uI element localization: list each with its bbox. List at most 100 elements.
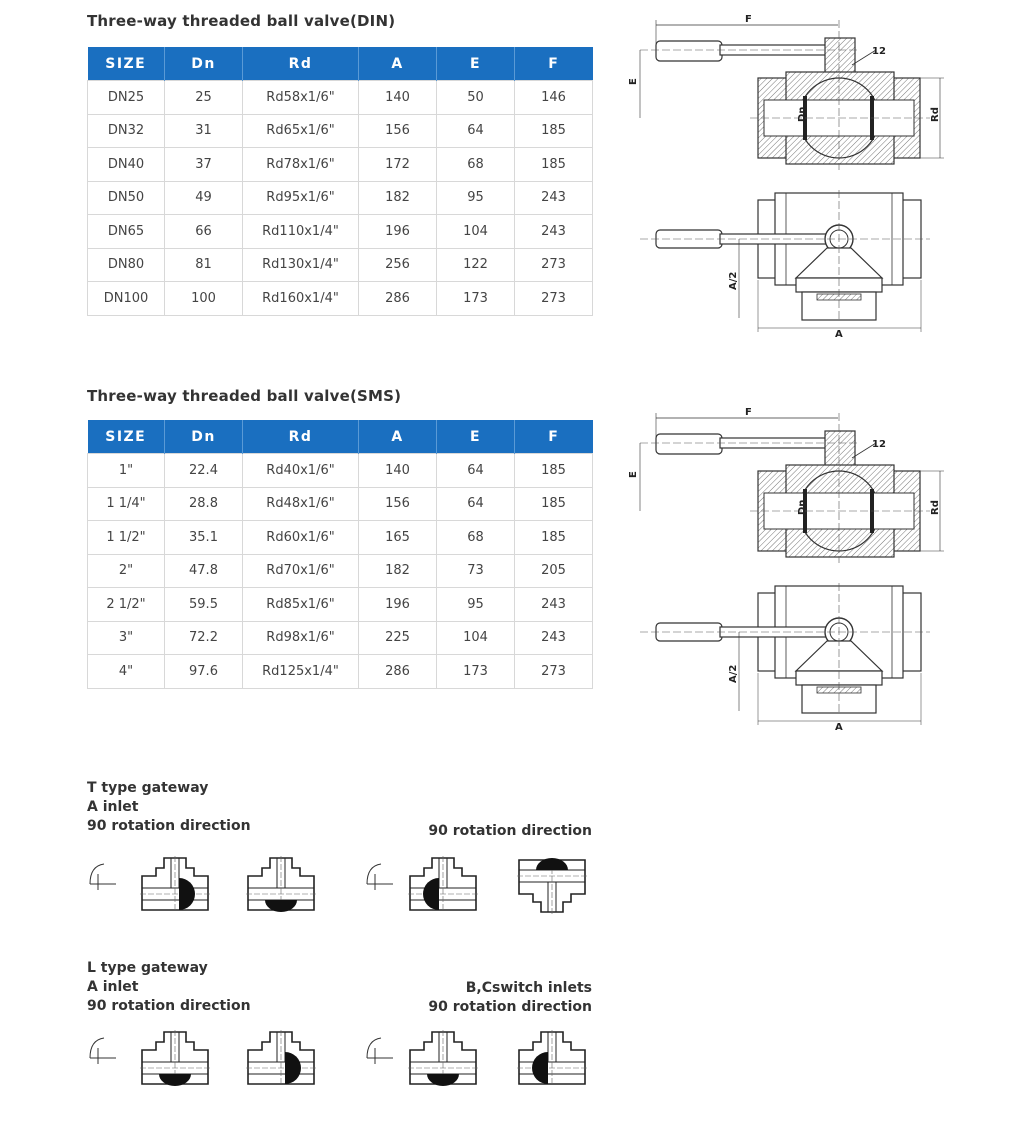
cell-size: DN100 <box>87 281 165 316</box>
l-type-left-label: L type gateway A inlet 90 rotation direc… <box>87 959 251 1016</box>
cell-e: 68 <box>436 520 515 555</box>
cell-size: 1 1/4" <box>87 486 165 521</box>
cell-a: 156 <box>358 486 437 521</box>
dim-e: E <box>628 78 639 85</box>
t-valve-position-3 <box>407 856 479 913</box>
cell-e: 50 <box>436 80 515 115</box>
t-valve-position-4 <box>516 857 588 915</box>
cell-dn: 22.4 <box>164 453 243 488</box>
cell-size: 4" <box>87 654 165 689</box>
col-f: F <box>514 420 593 454</box>
cell-e: 64 <box>436 113 515 148</box>
cell-e: 64 <box>436 453 515 488</box>
cell-a: 286 <box>358 654 437 689</box>
dim-f: F <box>745 407 752 418</box>
cell-a: 172 <box>358 147 437 182</box>
rotation-icon <box>89 1037 117 1065</box>
l-type-title: L type gateway <box>87 960 208 976</box>
t-type-right-rotation: 90 rotation direction <box>428 823 592 839</box>
cell-size: 1 1/2" <box>87 520 165 555</box>
cell-dn: 97.6 <box>164 654 243 689</box>
cell-size: DN65 <box>87 214 165 249</box>
cell-e: 95 <box>436 180 515 215</box>
col-dn: Dn <box>164 47 243 81</box>
cell-f: 205 <box>514 553 593 588</box>
cell-e: 64 <box>436 486 515 521</box>
cell-rd: Rd58x1/6" <box>242 80 359 115</box>
col-dn: Dn <box>164 420 243 454</box>
col-rd: Rd <box>242 420 359 454</box>
cell-size: 1" <box>87 453 165 488</box>
cell-size: DN50 <box>87 180 165 215</box>
cell-f: 185 <box>514 453 593 488</box>
cell-dn: 35.1 <box>164 520 243 555</box>
l-type-inlet: A inlet <box>87 979 139 995</box>
cell-dn: 25 <box>164 80 243 115</box>
cell-size: DN25 <box>87 80 165 115</box>
cell-a: 256 <box>358 247 437 282</box>
cell-dn: 59.5 <box>164 587 243 622</box>
cell-e: 104 <box>436 214 515 249</box>
dim-a: A <box>835 722 843 733</box>
cell-a: 140 <box>358 453 437 488</box>
cell-size: DN80 <box>87 247 165 282</box>
cell-f: 185 <box>514 486 593 521</box>
rotation-icon <box>366 1037 394 1065</box>
cell-rd: Rd78x1/6" <box>242 147 359 182</box>
cell-rd: Rd40x1/6" <box>242 453 359 488</box>
col-a: A <box>358 420 437 454</box>
din-valve-drawing: F E 12 Dn Rd A/2 A <box>628 14 945 340</box>
cell-f: 185 <box>514 520 593 555</box>
cell-rd: Rd125x1/4" <box>242 654 359 689</box>
cell-a: 182 <box>358 553 437 588</box>
dim-rd: Rd <box>930 107 941 122</box>
cell-e: 173 <box>436 281 515 316</box>
cell-rd: Rd60x1/6" <box>242 520 359 555</box>
col-a: A <box>358 47 437 81</box>
dim-f: F <box>745 14 752 25</box>
dim-a: A <box>835 329 843 340</box>
t-valve-position-1 <box>139 856 211 913</box>
sms-header-row: SIZE Dn Rd A E F <box>87 420 593 454</box>
t-type-left-label: T type gateway A inlet 90 rotation direc… <box>87 779 251 836</box>
sms-valve-drawing: F E 12 Dn Rd A/2 A <box>628 407 945 733</box>
cell-f: 243 <box>514 180 593 215</box>
cell-e: 68 <box>436 147 515 182</box>
dim-dn: Dn <box>797 500 808 515</box>
cell-size: 2 1/2" <box>87 587 165 622</box>
rotation-icon <box>366 863 394 891</box>
l-type-diagrams <box>89 1030 588 1087</box>
dim-a-half: A/2 <box>728 272 739 290</box>
cell-dn: 49 <box>164 180 243 215</box>
cell-f: 243 <box>514 587 593 622</box>
dim-a-half: A/2 <box>728 665 739 683</box>
dim-rd: Rd <box>930 500 941 515</box>
cell-dn: 28.8 <box>164 486 243 521</box>
cell-f: 185 <box>514 147 593 182</box>
cell-rd: Rd160x1/4" <box>242 281 359 316</box>
cell-f: 243 <box>514 214 593 249</box>
cell-f: 146 <box>514 80 593 115</box>
cell-dn: 47.8 <box>164 553 243 588</box>
rotation-icon <box>89 863 117 891</box>
cell-a: 140 <box>358 80 437 115</box>
cell-size: DN32 <box>87 113 165 148</box>
cell-e: 122 <box>436 247 515 282</box>
col-e: E <box>436 47 515 81</box>
cell-f: 185 <box>514 113 593 148</box>
sms-title: Three-way threaded ball valve(SMS) <box>87 387 402 405</box>
dim-e: E <box>628 471 639 478</box>
col-rd: Rd <box>242 47 359 81</box>
l-type-right-label: B,Cswitch inlets 90 rotation direction <box>428 979 592 1017</box>
cell-rd: Rd130x1/4" <box>242 247 359 282</box>
cell-e: 104 <box>436 620 515 655</box>
t-type-title: T type gateway <box>87 780 209 796</box>
